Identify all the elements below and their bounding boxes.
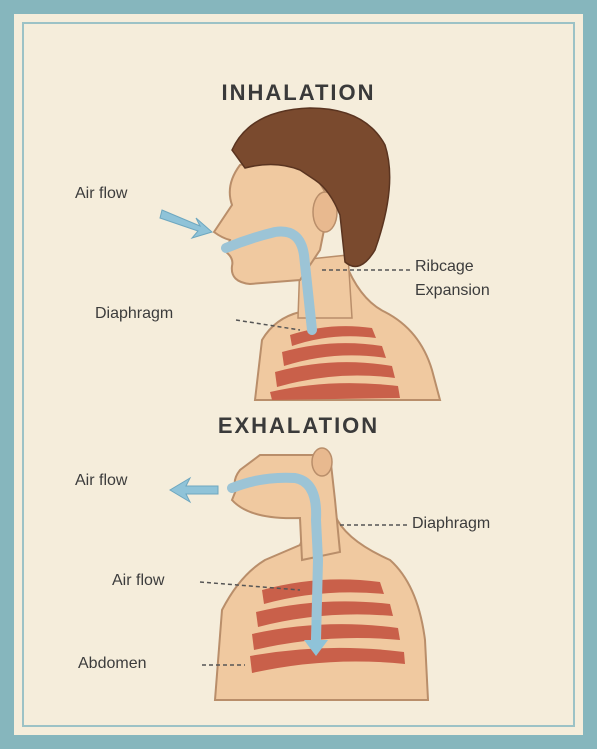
ribcage-label-line2: Expansion (415, 282, 490, 300)
exhalation-diaphragm-label: Diaphragm (412, 515, 490, 533)
exhalation-figure (170, 448, 428, 700)
inhalation-figure (160, 108, 440, 400)
abdomen-label: Abdomen (78, 655, 147, 673)
inhalation-diaphragm-label: Diaphragm (95, 305, 173, 323)
exhalation-title: EXHALATION (0, 413, 597, 439)
exhalation-ear (312, 448, 332, 476)
exhalation-airflow-arrow (170, 478, 218, 502)
inhalation-title: INHALATION (0, 80, 597, 106)
inhalation-airflow-arrow (160, 210, 212, 238)
exhalation-airflow-out-label: Air flow (75, 472, 127, 490)
exhalation-airflow-in-label: Air flow (112, 572, 164, 590)
inhalation-airflow-label: Air flow (75, 185, 127, 203)
ribcage-label-line1: Ribcage (415, 258, 474, 276)
